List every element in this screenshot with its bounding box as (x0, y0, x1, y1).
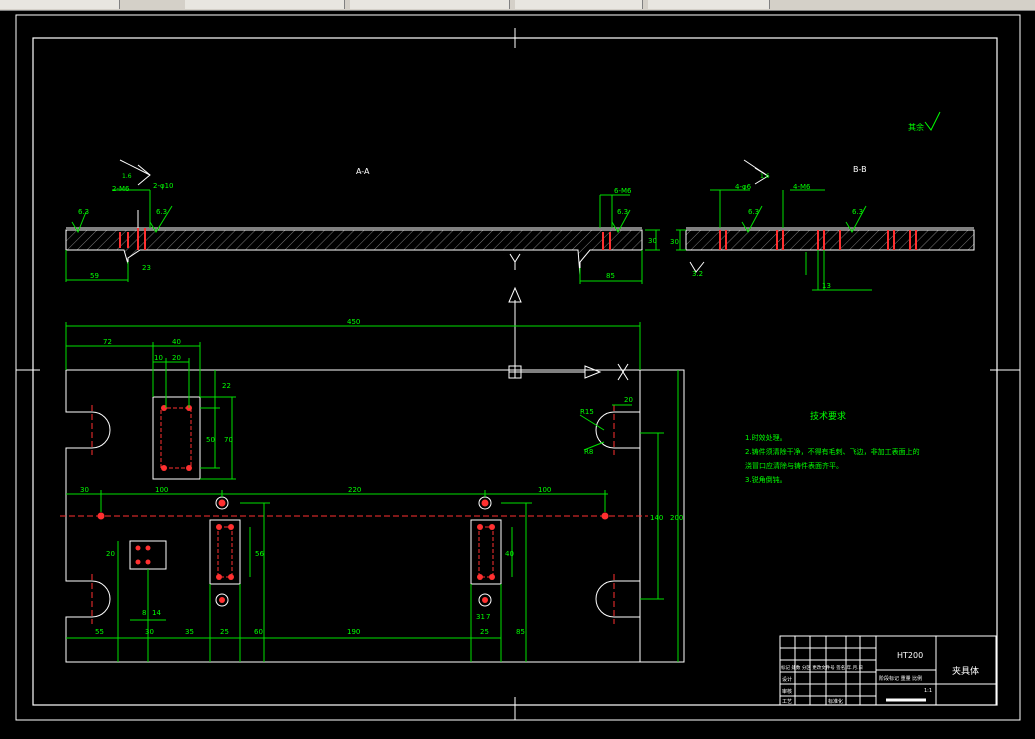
dimension: 55 (95, 628, 104, 636)
hole-note: 6-M6 (614, 187, 632, 195)
dimension: 30 (80, 486, 89, 494)
tab-item[interactable] (515, 0, 643, 9)
dimension: 13 (822, 282, 831, 290)
standard-label: 标准化 (828, 698, 843, 705)
material-label: HT200 (897, 651, 923, 660)
dimension: R8 (584, 448, 593, 456)
dimension: 100 (538, 486, 551, 494)
plan-dimensions (65, 322, 679, 662)
hole-note: 2-M6 (112, 185, 130, 193)
design-label: 设计 (782, 676, 792, 683)
dimension: 22 (222, 382, 231, 390)
revision-row-labels: 标记 处数 分区 更改文件号 签名 年.月.日 (781, 664, 863, 671)
tech-req-title: 技术要求 (810, 410, 846, 422)
dimension: 20 (624, 396, 633, 404)
outer-border (15, 14, 1021, 721)
dimension: 20 (172, 354, 181, 362)
surface-finish: 6.3 (617, 208, 628, 216)
center-marks (16, 28, 1020, 720)
surface-finish: 1.6 (122, 173, 132, 180)
dimension: 50 (206, 436, 215, 444)
surface-finish: 1.6 (760, 173, 770, 180)
cad-model-space[interactable]: A-A 2-M6 2-φ10 6-M6 6.3 6.3 6.3 59 23 85… (0, 10, 1035, 735)
dimension: 30 (145, 628, 154, 636)
dimension: 56 (255, 550, 264, 558)
dimension: 8 (142, 609, 146, 617)
hole-note: 4-M6 (793, 183, 811, 191)
surface-finish: 3.2 (692, 270, 703, 278)
stage-weight-ratio-label: 阶段标记 重量 比例 (879, 675, 922, 682)
dimension: 140 (650, 514, 663, 522)
dimension: 72 (103, 338, 112, 346)
dimension: 23 (142, 264, 151, 272)
tech-req-line: 浇冒口应清除与铸件表面齐平。 (745, 461, 843, 470)
dimension: 30 (670, 238, 679, 246)
dimension: 450 (347, 318, 360, 326)
others-finish-label: 其余 (908, 122, 924, 132)
dimension: 10 (154, 354, 163, 362)
section-a-a: A-A 2-M6 2-φ10 6-M6 6.3 6.3 6.3 59 23 85… (65, 159, 660, 284)
dimension: 70 (224, 436, 233, 444)
section-label: A-A (356, 167, 370, 176)
tech-req-line: 2.铸件须清除干净，不得有毛刺、飞边，非加工表面上的 (745, 447, 920, 456)
dimension: 25 (480, 628, 489, 636)
tab-item[interactable] (350, 0, 510, 9)
process-label: 工艺 (782, 699, 792, 705)
section-label: B-B (853, 165, 867, 174)
dimension: R15 (580, 408, 594, 416)
dimension: 35 (185, 628, 194, 636)
surface-finish: 6.3 (852, 208, 863, 216)
dimension: 30 (648, 237, 657, 245)
hole-note: 4-φ6 (735, 183, 752, 191)
tech-req-line: 3.锐角倒钝。 (745, 475, 787, 484)
section-b-b: B-B 4-φ6 4-M6 6.3 6.3 3.2 1.6 1.6 30 13 … (122, 111, 975, 291)
ucs-icon (508, 253, 629, 381)
title-block (779, 635, 997, 706)
dimension: 100 (155, 486, 168, 494)
dimension: 190 (347, 628, 360, 636)
surface-finish: 6.3 (78, 208, 89, 216)
dimension: 40 (172, 338, 181, 346)
part-name: 夹具体 (952, 665, 979, 677)
dimension: 60 (254, 628, 263, 636)
dimension: 85 (516, 628, 525, 636)
tech-req-line: 1.时效处理。 (745, 433, 787, 442)
dimension: 14 (152, 609, 161, 617)
review-label: 审核 (782, 688, 792, 695)
ratio-value: 1:1 (924, 688, 932, 694)
dimension: 31 (476, 613, 485, 621)
title-block-texts: HT200 夹具体 标记 处数 分区 更改文件号 签名 年.月.日 设计 审核 … (781, 651, 979, 705)
dimension: 220 (348, 486, 361, 494)
dimension: 7 (486, 613, 490, 621)
drawing-sheet: A-A 2-M6 2-φ10 6-M6 6.3 6.3 6.3 59 23 85… (15, 14, 1021, 721)
surface-finish: 6.3 (156, 208, 167, 216)
surface-finish: 6.3 (748, 208, 759, 216)
dimension: 25 (220, 628, 229, 636)
dimension: 20 (106, 550, 115, 558)
dimension: 85 (606, 272, 615, 280)
tab-item[interactable] (185, 0, 345, 9)
dimension: 59 (90, 272, 99, 280)
dimension: 40 (505, 550, 514, 558)
technical-requirements: 技术要求 1.时效处理。 2.铸件须清除干净，不得有毛刺、飞边，非加工表面上的 … (745, 410, 920, 484)
tab-strip (0, 0, 1035, 11)
plan-dimension-texts: 450 72 40 10 20 22 50 70 R15 R8 20 140 2… (80, 318, 683, 636)
tab-item[interactable] (0, 0, 120, 9)
hole-note: 2-φ10 (153, 182, 174, 190)
tab-item[interactable] (648, 0, 770, 9)
dimension: 200 (670, 514, 683, 522)
